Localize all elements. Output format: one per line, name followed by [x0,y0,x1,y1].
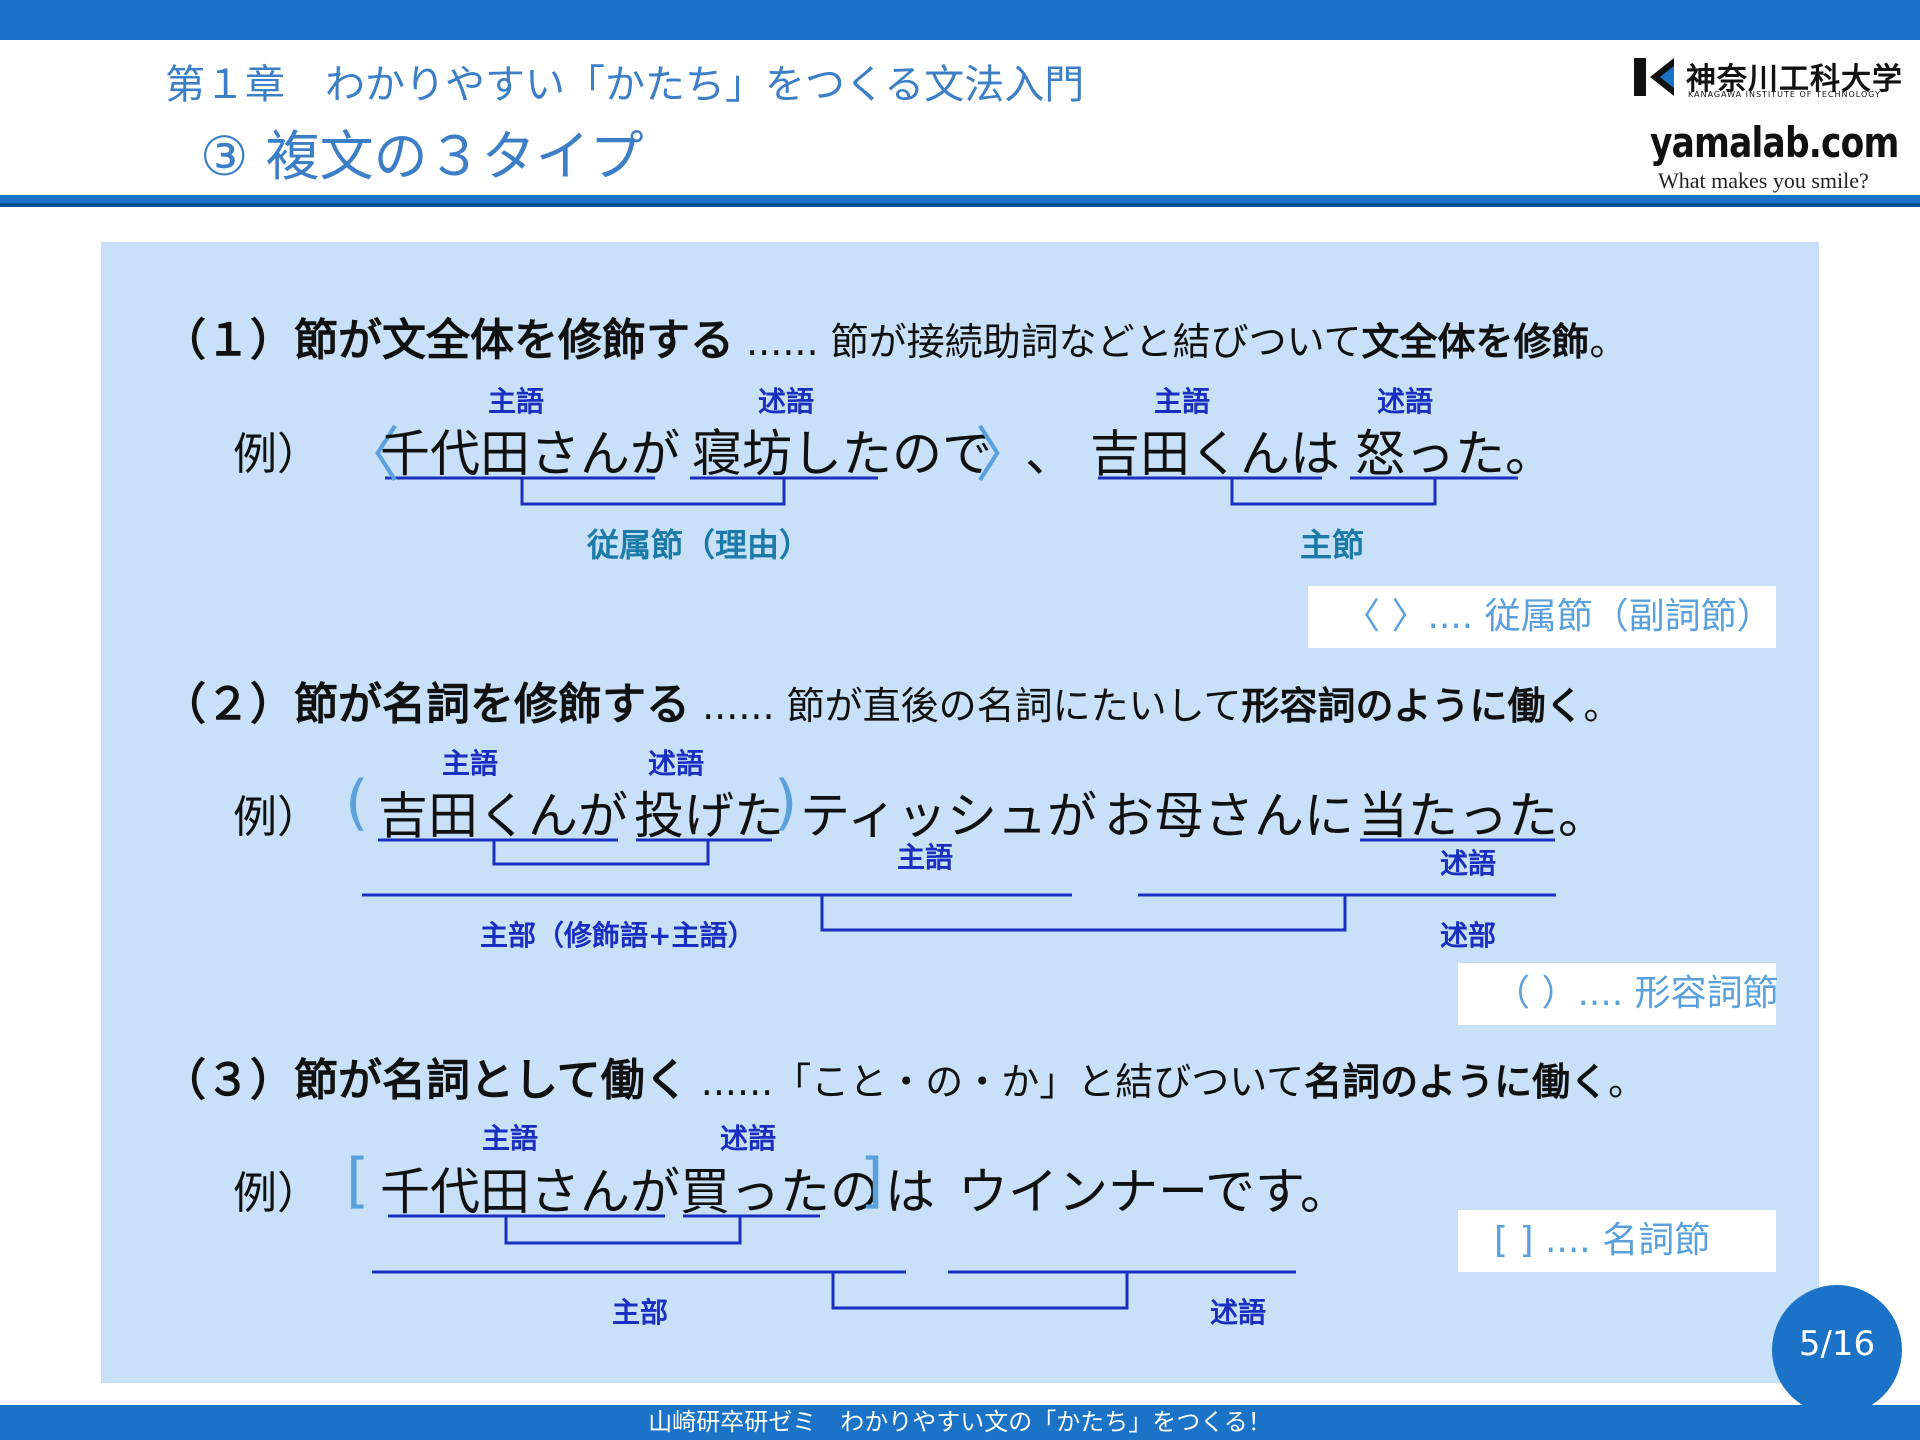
bracket-s3-parts [831,1272,1129,1310]
section3-desc-bold: 名詞のように働く [1304,1060,1609,1104]
university-logo: 神奈川工科大学 KANAGAWA INSTITUTE OF TECHNOLOGY [1630,54,1902,104]
s2-main-subject-label: 主語 [897,841,954,874]
s2-word-1: 吉田くんが [378,787,628,845]
s3-predicate-part-label: 述語 [1210,1296,1267,1329]
s3-predicate-label: 述語 [720,1122,777,1155]
section1-title: （１）節が文全体を修飾する [162,315,734,366]
s1-legend: 〈 〉.... 従属節（副詞節） [1308,586,1776,648]
content-panel [101,242,1819,1383]
s1-subject-label: 主語 [488,385,545,418]
header-divider [0,195,1920,203]
section3-heading: （３）節が名詞として働く ......「こと・の・か」と結びついて名詞のように働… [162,1044,1646,1108]
s2-main-predicate-label: 述語 [1440,847,1497,880]
s2-word-5: 当たった。 [1358,787,1608,845]
s1-bracket-open: 〈 [340,421,400,491]
section2-desc: ...... 節が直後の名詞にたいして [690,684,1242,728]
section1-desc: ...... 節が接続助詞などと結びついて [734,320,1362,364]
footer-text: 山崎研卒研ゼミ わかりやすい文の「かたち」をつくる！ [648,1408,1272,1436]
s3-word-4: ウインナーです。 [958,1163,1350,1221]
s1-comma: 、 [1025,425,1075,483]
bracket-s2-parts [820,895,1347,932]
university-name: 神奈川工科大学 [1686,62,1903,97]
page-number-badge [1772,1285,1902,1415]
header-divider-dark [0,203,1920,207]
s3-word-2: 買ったの [680,1163,880,1221]
s2-word-4: お母さんに [1104,787,1354,845]
top-bar [0,0,1920,40]
bracket-s2-clause [492,840,710,866]
s2-word-2: 投げた [634,787,784,845]
s2-predicate-label: 述語 [648,747,705,780]
chapter-title: 第１章 わかりやすい「かたち」をつくる文法入門 [165,62,1085,108]
s1-subject-label-2: 主語 [1154,385,1211,418]
section3-desc: ......「こと・の・か」と結びついて [688,1060,1305,1104]
s3-subject-label: 主語 [482,1122,539,1155]
s1-predicate-label: 述語 [758,385,815,418]
s3-example-marker: 例） [233,1168,321,1219]
section3-title: （３）節が名詞として働く [162,1055,689,1106]
section1-desc-end: 。 [1589,320,1628,364]
s2-subject-part-label: 主部（修飾語+主語） [480,919,756,952]
s1-bracket-close: 〉 [975,421,1035,491]
s3-legend: [ ] .... 名詞節 [1458,1210,1776,1272]
s3-bracket-open: [ [346,1146,370,1216]
site-name: yamalab.com [1650,118,1899,167]
bracket-s1-sub [520,478,786,506]
s1-word-2: 寝坊したので [692,425,992,483]
section2-desc-bold: 形容詞のように働く [1241,684,1584,728]
s3-word-3: は [885,1163,935,1221]
section2-title: （２）節が名詞を修飾する [162,679,690,730]
page-number: 5/16 [1798,1324,1876,1364]
s1-example-marker: 例） [233,429,321,480]
s1-main-clause-label: 主節 [1300,526,1365,564]
s1-word-4: 怒った。 [1355,425,1555,483]
section3-desc-end: 。 [1608,1060,1647,1104]
bracket-s3-clause [504,1216,742,1245]
s1-subordinate-clause-label: 従属節（理由） [587,526,812,564]
s2-predicate-part-label: 述部 [1440,919,1497,952]
s2-bracket-open: ( [345,768,369,838]
s2-word-3: ティッシュが [800,787,1097,845]
site-tagline: What makes you smile? [1658,168,1869,193]
bracket-s1-main [1230,478,1437,506]
slide-title: ③ 複文の３タイプ [200,125,644,188]
s1-word-1: 千代田さんが [380,425,680,483]
s2-bracket-close: ) [774,768,798,838]
s1-predicate-label-2: 述語 [1377,385,1434,418]
section1-heading: （１）節が文全体を修飾する ...... 節が接続助詞などと結びついて文全体を修… [162,304,1628,368]
bottom-bar [0,1405,1920,1440]
s3-word-1: 千代田さんが [380,1163,680,1221]
s1-word-3: 吉田くんは [1090,425,1340,483]
kait-logo-icon [1634,58,1674,96]
s3-subject-part-label: 主部 [612,1296,669,1329]
section2-heading: （２）節が名詞を修飾する ...... 節が直後の名詞にたいして形容詞のように働… [162,668,1622,732]
s2-legend: （ ）.... 形容詞節 [1458,963,1779,1025]
section1-desc-bold: 文全体を修飾 [1361,320,1590,364]
university-name-en: KANAGAWA INSTITUTE OF TECHNOLOGY [1688,90,1881,99]
section2-desc-end: 。 [1583,684,1622,728]
s2-example-marker: 例） [233,792,321,843]
s3-bracket-close: ] [860,1146,884,1216]
s2-subject-label: 主語 [442,747,499,780]
